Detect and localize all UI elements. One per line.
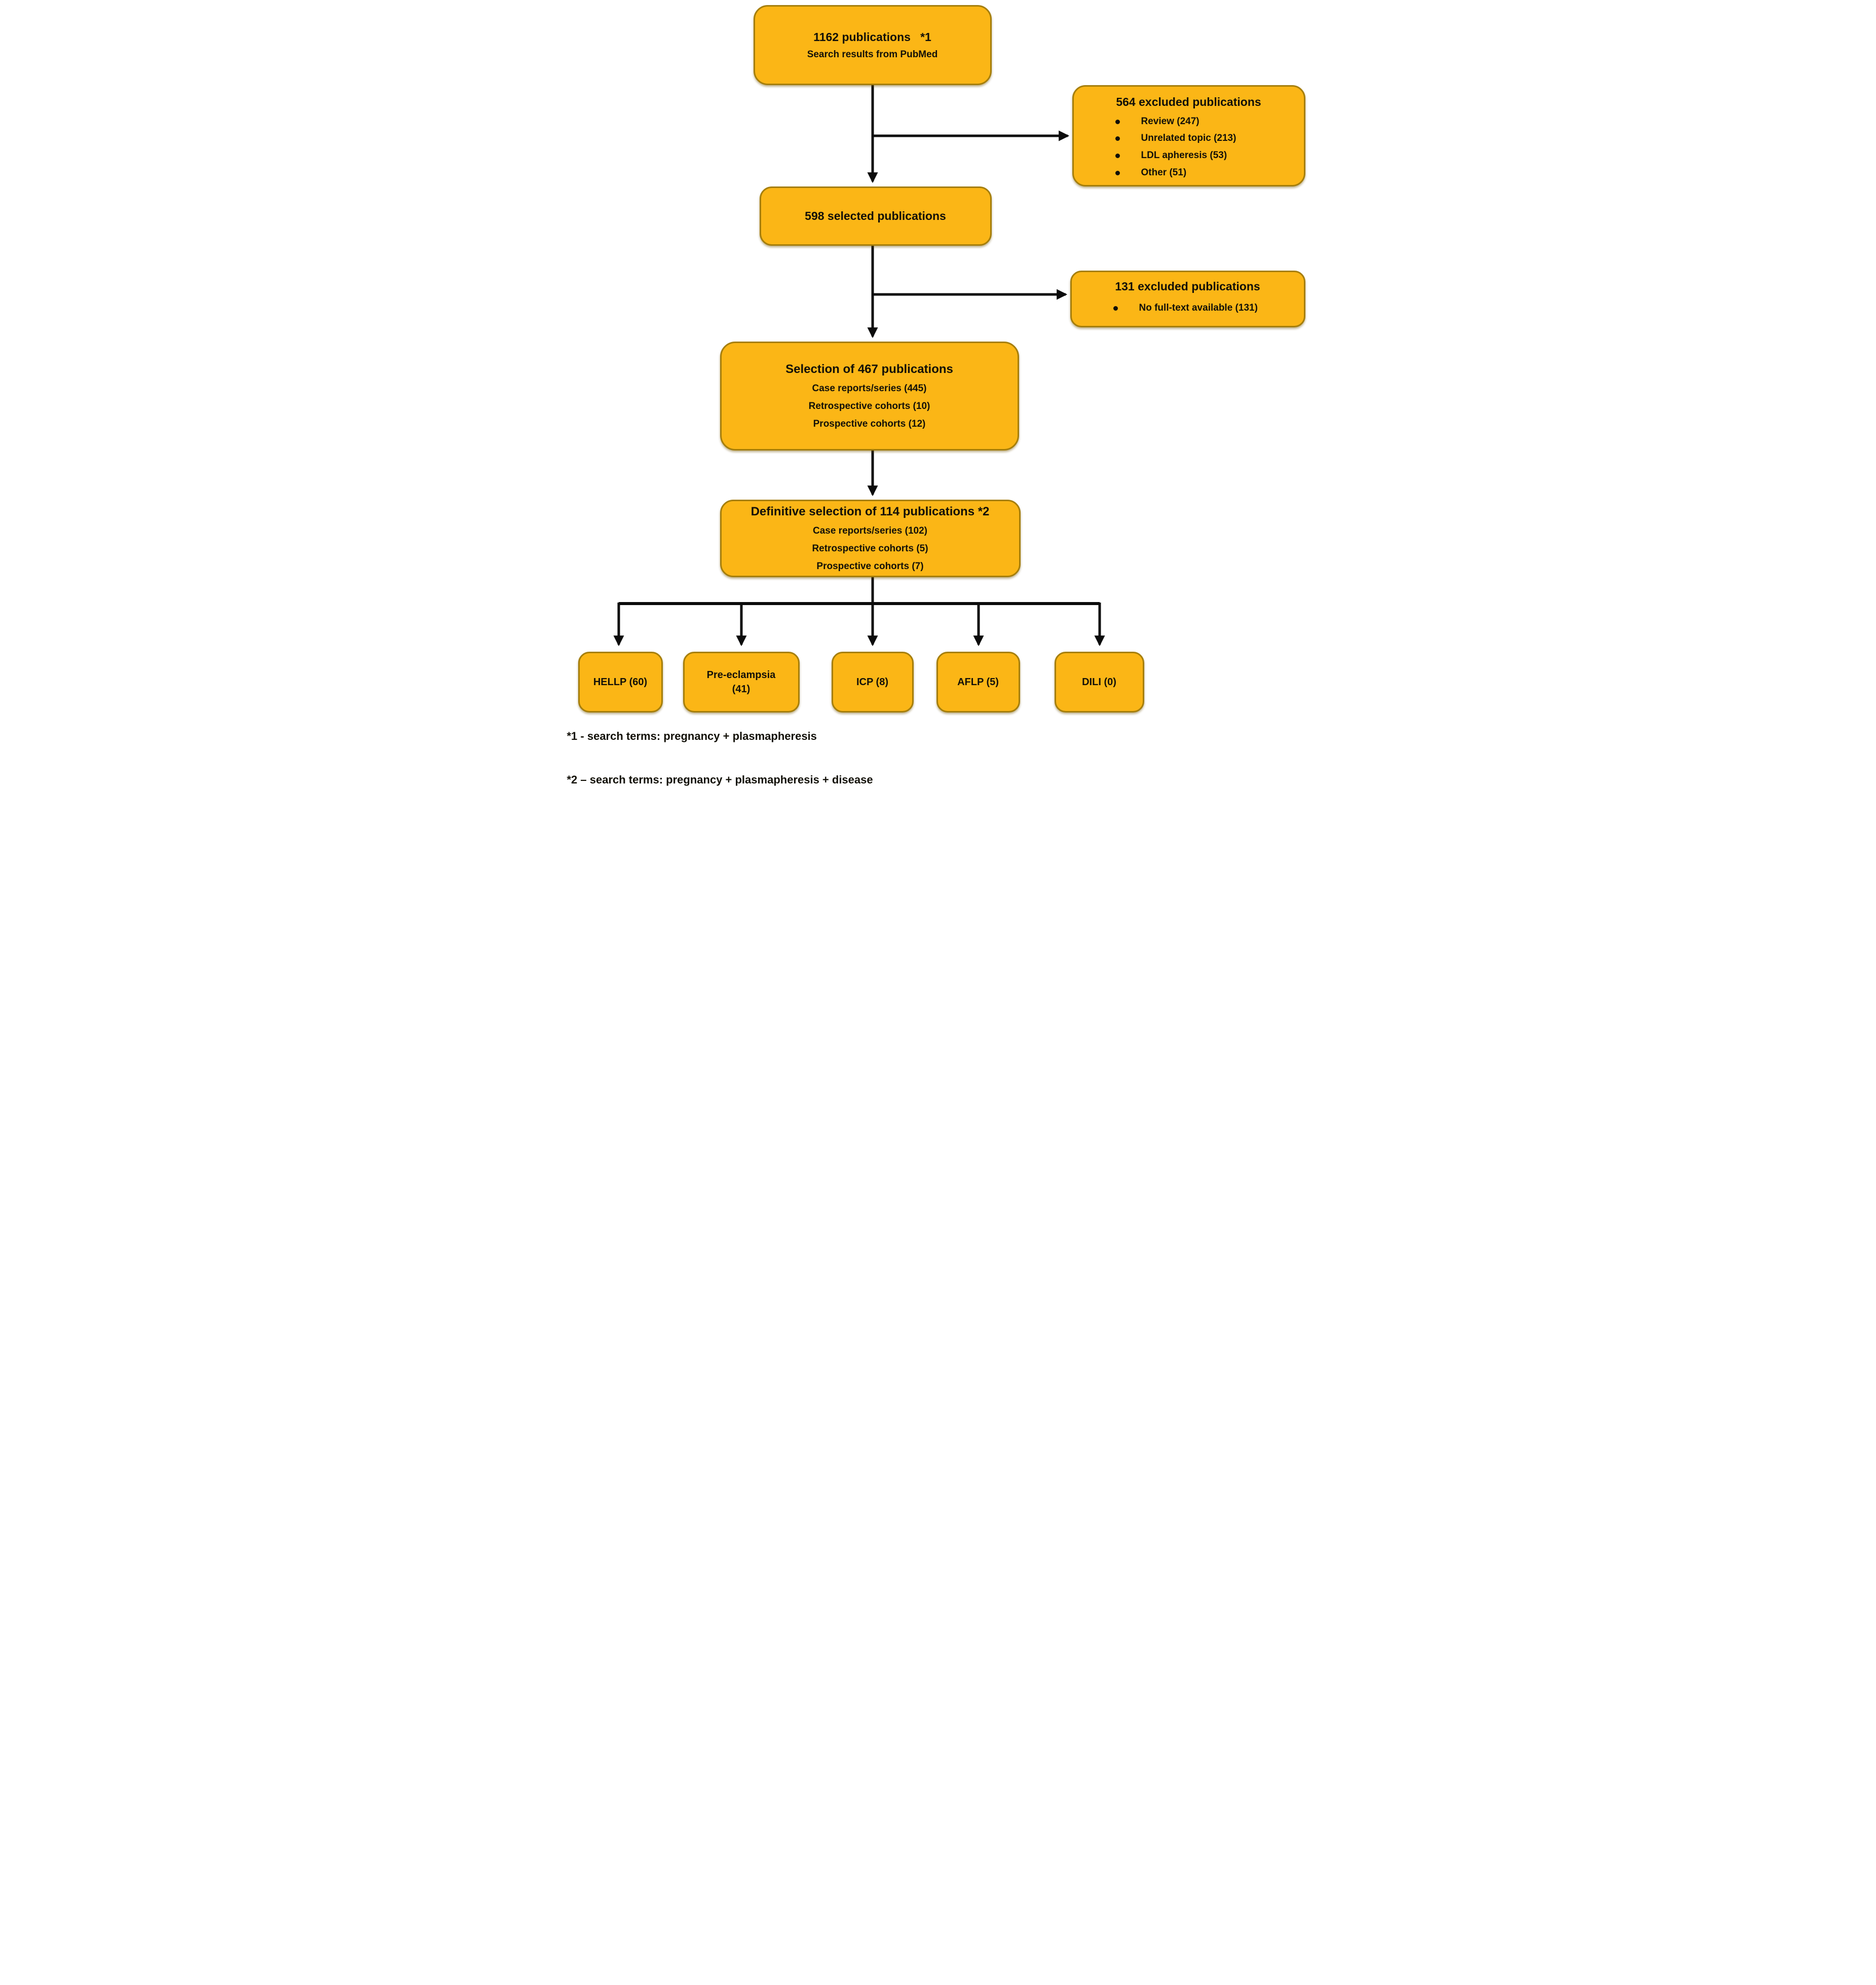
- definitive-114-title: Definitive selection of 114 publications…: [751, 505, 990, 519]
- excluded-item: Unrelated topic (213): [1141, 133, 1236, 144]
- box-aflp: AFLP (5): [936, 652, 1020, 713]
- box-icp: ICP (8): [831, 652, 914, 713]
- footnote-search-terms-2: *2 – search terms: pregnancy + plasmaphe…: [567, 773, 873, 786]
- bullet-dot-icon: [1113, 306, 1118, 311]
- excluded-item: Review (247): [1141, 116, 1199, 127]
- preeclampsia-label-line1: Pre-eclampsia: [706, 669, 776, 681]
- pubmed-subtitle: Search results from PubMed: [807, 49, 938, 60]
- box-selection-467: Selection of 467 publications Case repor…: [720, 342, 1019, 451]
- list-item: LDL apheresis (53): [1115, 149, 1297, 162]
- list-item: No full-text available (131): [1113, 302, 1297, 315]
- box-pubmed-results: 1162 publications *1 Search results from…: [753, 5, 992, 85]
- dili-label: DILI (0): [1082, 677, 1116, 688]
- bullet-dot-icon: [1115, 170, 1120, 175]
- list-item: Unrelated topic (213): [1115, 132, 1297, 145]
- excluded-564-list: Review (247) Unrelated topic (213) LDL a…: [1081, 116, 1297, 179]
- selection-467-line: Retrospective cohorts (10): [808, 401, 930, 412]
- definitive-114-line: Retrospective cohorts (5): [812, 543, 928, 554]
- excluded-item: LDL apheresis (53): [1141, 150, 1227, 161]
- selection-467-line: Prospective cohorts (12): [813, 418, 926, 429]
- bullet-dot-icon: [1115, 119, 1120, 124]
- excluded-131-title: 131 excluded publications: [1115, 280, 1260, 293]
- excluded-item: Other (51): [1141, 167, 1187, 178]
- flow-diagram: 1162 publications *1 Search results from…: [562, 0, 1314, 794]
- definitive-114-line: Case reports/series (102): [812, 526, 927, 537]
- box-excluded-564: 564 excluded publications Review (247) U…: [1072, 85, 1305, 186]
- bullet-dot-icon: [1115, 136, 1120, 141]
- definitive-114-line: Prospective cohorts (7): [816, 560, 924, 572]
- pubmed-title: 1162 publications *1: [813, 30, 931, 44]
- selection-467-line: Case reports/series (445): [812, 383, 927, 394]
- selection-467-title: Selection of 467 publications: [785, 362, 953, 377]
- box-preeclampsia: Pre-eclampsia (41): [683, 652, 800, 713]
- excluded-item: No full-text available (131): [1139, 302, 1258, 313]
- box-dili: DILI (0): [1054, 652, 1144, 713]
- box-excluded-131: 131 excluded publications No full-text a…: [1070, 271, 1305, 327]
- aflp-label: AFLP (5): [957, 677, 999, 688]
- list-item: Other (51): [1115, 167, 1297, 179]
- box-hellp: HELLP (60): [578, 652, 663, 713]
- excluded-131-list: No full-text available (131): [1079, 302, 1297, 315]
- selected-598-title: 598 selected publications: [805, 209, 946, 223]
- box-definitive-114: Definitive selection of 114 publications…: [720, 500, 1021, 577]
- icp-label: ICP (8): [856, 677, 888, 688]
- list-item: Review (247): [1115, 116, 1297, 128]
- bullet-dot-icon: [1115, 153, 1120, 158]
- box-selected-598: 598 selected publications: [759, 186, 992, 246]
- excluded-564-title: 564 excluded publications: [1116, 95, 1261, 108]
- hellp-label: HELLP (60): [593, 677, 648, 688]
- preeclampsia-label-line2: (41): [732, 684, 751, 695]
- footnote-search-terms-1: *1 - search terms: pregnancy + plasmaphe…: [567, 730, 817, 742]
